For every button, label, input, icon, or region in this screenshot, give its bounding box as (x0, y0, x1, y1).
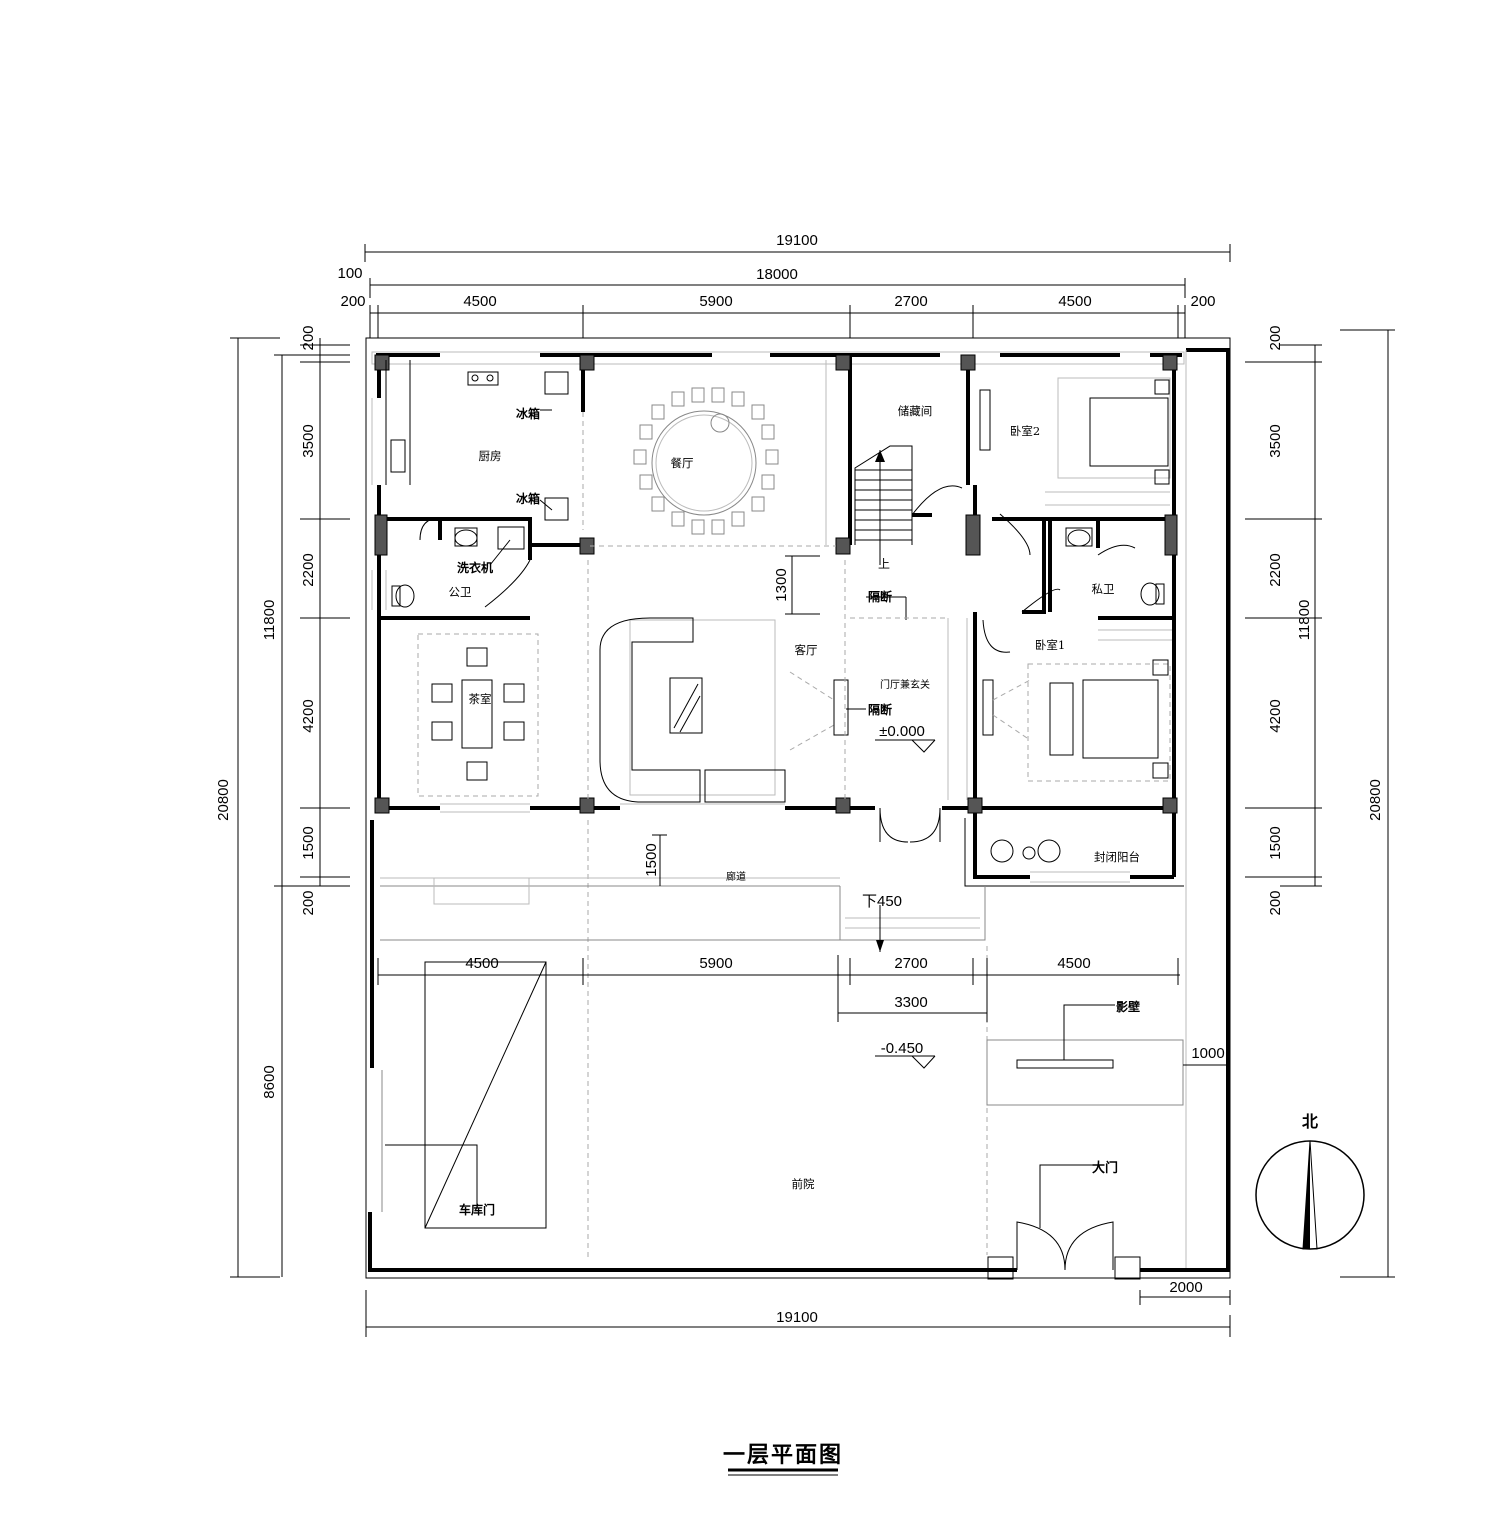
right-dimension-lines (1245, 329, 1395, 1278)
dim-yard-bay-3: 2700 (894, 955, 927, 972)
house-walls (371, 351, 1185, 887)
room-storage: 储藏间 (898, 404, 933, 418)
dim-left-seg-2: 3500 (300, 424, 317, 457)
dim-screen-wall-offset: 1000 (1191, 1045, 1224, 1062)
dim-right-seg-5: 1500 (1267, 826, 1284, 859)
dim-yard-bay-4: 4500 (1057, 955, 1090, 972)
label-screen-wall: 影壁 (1116, 999, 1140, 1014)
site-boundary (365, 337, 1231, 1279)
label-fridge-1: 冰箱 (516, 406, 540, 421)
dim-right-total: 20800 (1367, 779, 1384, 821)
yard-dimension-lines (377, 555, 1180, 1022)
bedroom2-bed (979, 377, 1171, 506)
dim-top-bay-4: 4500 (1058, 293, 1091, 310)
dim-top-bay-2: 5900 (699, 293, 732, 310)
dim-left-seg-1: 200 (300, 325, 317, 350)
dim-yard-bay-1: 4500 (465, 955, 498, 972)
dim-left-seg-4: 4200 (300, 699, 317, 732)
dim-left-total: 20800 (215, 779, 232, 821)
kitchen-fixtures (385, 360, 569, 521)
room-private-bath: 私卫 (1092, 582, 1115, 596)
room-kitchen: 厨房 (479, 449, 502, 463)
level-floor: ±0.000 (879, 723, 925, 740)
label-partition-1: 隔断 (868, 589, 892, 604)
dim-gate-offset: 2000 (1169, 1279, 1202, 1296)
drawing-title: 一层平面图 (723, 1442, 843, 1467)
north-label: 北 (1302, 1113, 1318, 1131)
room-balcony: 封闭阳台 (1094, 850, 1140, 864)
dim-right-seg-6: 200 (1267, 890, 1284, 915)
label-partition-2: 隔断 (868, 702, 892, 717)
dim-left-inner: 11800 (261, 600, 278, 641)
label-garage-door: 车库门 (459, 1202, 495, 1217)
dim-bottom-total: 19100 (776, 1309, 818, 1326)
dim-entry-width: 3300 (894, 994, 927, 1011)
room-front-yard: 前院 (792, 1177, 815, 1191)
doors (419, 485, 1136, 843)
garage (385, 961, 547, 1229)
room-corridor: 廊道 (726, 870, 746, 883)
room-tea-room: 茶室 (469, 692, 492, 706)
room-public-bath: 公卫 (449, 585, 472, 599)
bedroom1-bed (982, 629, 1172, 782)
balcony-furniture (990, 839, 1061, 863)
partitions (789, 596, 907, 751)
zone-lines (587, 545, 988, 1260)
dim-top-right-edge: 200 (1190, 293, 1215, 310)
bottom-dimension-lines (365, 1290, 1231, 1337)
dim-left-seg-3: 2200 (300, 553, 317, 586)
dim-top-bay-1: 4500 (463, 293, 496, 310)
screen-wall (986, 1004, 1228, 1106)
bath-fixtures (391, 526, 1165, 608)
dim-right-inner: 11800 (1296, 600, 1313, 641)
dim-left-seg-5: 1500 (300, 826, 317, 859)
dim-right-seg-4: 4200 (1267, 699, 1284, 732)
dim-top-inner: 18000 (756, 266, 798, 283)
dim-top-offset: 100 (337, 265, 362, 282)
north-arrow (1255, 1140, 1365, 1250)
dim-top-left-edge: 200 (340, 293, 365, 310)
level-markers (875, 739, 936, 1069)
room-dining: 餐厅 (671, 456, 694, 470)
left-dimension-lines (230, 337, 350, 1278)
room-bedroom2: 卧室2 (1010, 424, 1040, 438)
main-gate (987, 1164, 1141, 1280)
label-stairs-up: 上 (878, 557, 890, 571)
top-dimension-lines (364, 244, 1231, 338)
dim-top-total: 19100 (776, 232, 818, 249)
living-room-sofa (599, 617, 786, 803)
dim-yard-bay-2: 5900 (699, 955, 732, 972)
level-yard: -0.450 (881, 1040, 924, 1057)
room-living: 客厅 (795, 643, 818, 657)
label-fridge-2: 冰箱 (516, 491, 540, 506)
dim-top-bay-3: 2700 (894, 293, 927, 310)
dim-right-seg-3: 2200 (1267, 553, 1284, 586)
dim-right-seg-1: 200 (1267, 325, 1284, 350)
room-foyer: 门厅兼玄关 (880, 678, 930, 691)
label-step-down: 下450 (862, 893, 902, 910)
staircase (854, 445, 913, 565)
room-bedroom1: 卧室1 (1035, 638, 1065, 652)
dim-right-seg-2: 3500 (1267, 424, 1284, 457)
label-washer: 洗衣机 (457, 560, 493, 575)
dining-table (633, 387, 779, 535)
dim-left-seg-6: 200 (300, 890, 317, 915)
dim-left-yard: 8600 (261, 1065, 278, 1098)
structural-columns (374, 354, 1178, 814)
dim-corridor-depth: 1500 (643, 843, 660, 876)
label-gate: 大门 (1092, 1160, 1118, 1175)
corridor (380, 877, 986, 952)
tea-room-furniture (417, 633, 539, 797)
dim-living-depth: 1300 (773, 568, 790, 601)
